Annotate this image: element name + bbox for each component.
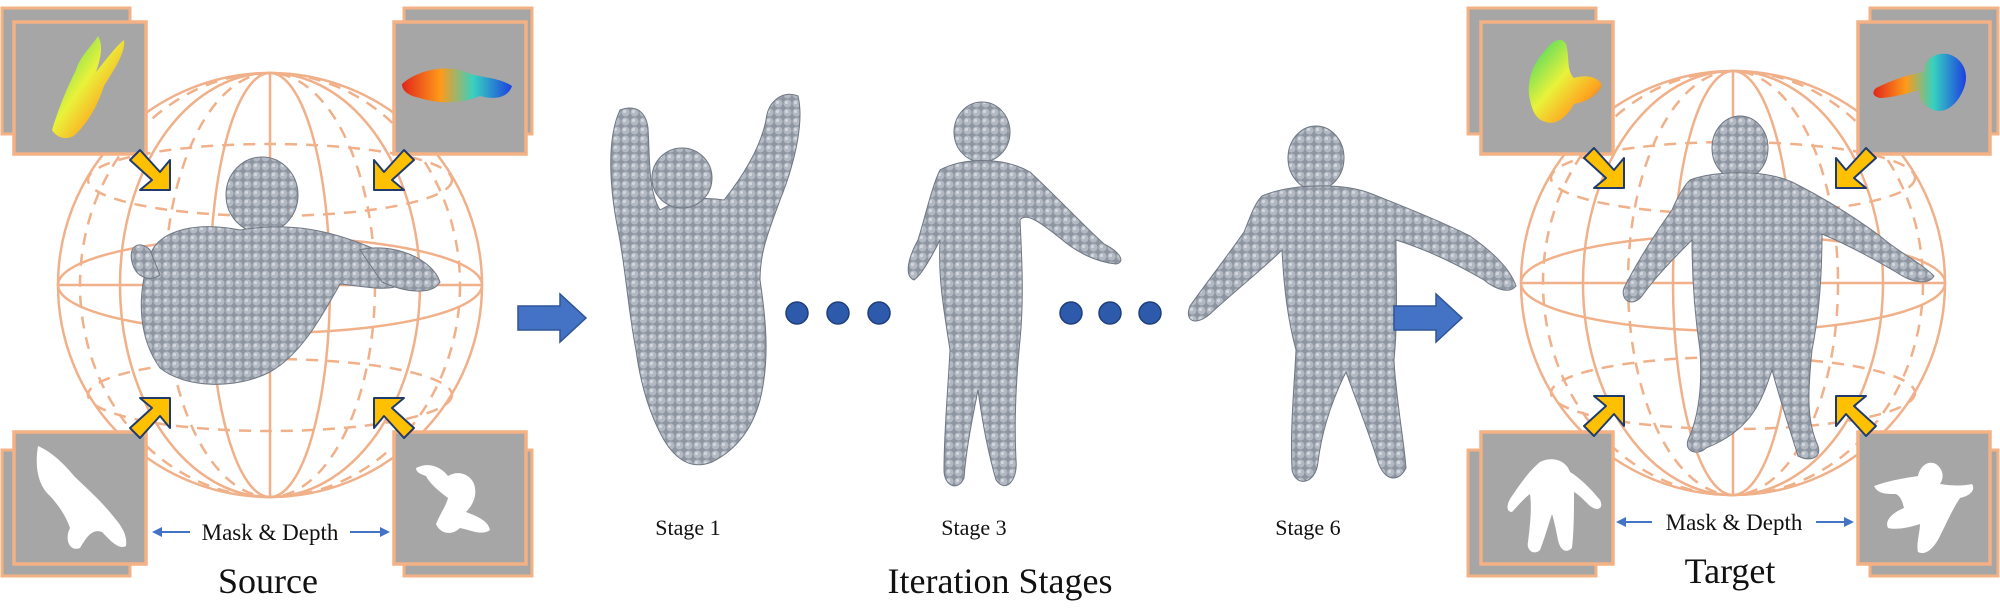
stage-1-label: Stage 1: [655, 515, 720, 540]
ellipsis-dots-icon: [1059, 301, 1162, 325]
mask-depth-connector-right: [1616, 517, 1854, 527]
source-label: Source: [218, 561, 318, 601]
stage-6-point-cloud: [1188, 125, 1517, 482]
mask-depth-label-left: Mask & Depth: [202, 520, 339, 545]
target-point-cloud: [1622, 115, 1935, 460]
source-depth-thumb-top-right: [392, 6, 534, 156]
ellipsis-dots-icon: [785, 301, 891, 325]
target-label: Target: [1685, 551, 1776, 591]
target-mask-thumb-bottom-left: [1466, 430, 1615, 578]
flow-arrow-icon: [1393, 292, 1464, 344]
stage-3-point-cloud: [907, 101, 1122, 487]
stage-6-label: Stage 6: [1275, 515, 1340, 540]
mask-depth-label-right: Mask & Depth: [1666, 510, 1803, 535]
source-depth-thumb-top-left: [0, 6, 148, 156]
stage-3-label: Stage 3: [941, 515, 1006, 540]
iteration-stages-label: Iteration Stages: [888, 561, 1113, 601]
mask-depth-connector-left: [152, 527, 390, 537]
target-mask-thumb-bottom-right: [1856, 430, 2000, 578]
source-point-cloud: [130, 156, 441, 385]
target-depth-thumb-top-left: [1466, 6, 1615, 156]
view-arrow-icon: [129, 149, 415, 439]
target-depth-thumb-top-right: [1856, 6, 2000, 156]
flow-arrow-icon: [517, 292, 588, 344]
source-mask-thumb-bottom-left: [0, 430, 148, 578]
source-mask-thumb-bottom-right: [392, 430, 534, 578]
stage-1-point-cloud: [610, 93, 801, 466]
view-arrow-icon: [1583, 147, 1877, 437]
